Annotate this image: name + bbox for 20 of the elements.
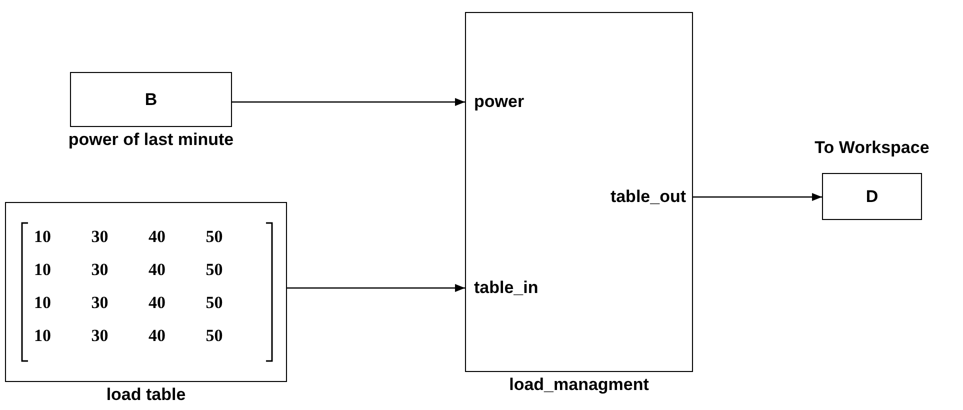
matrix-row: 10 30 40 50 xyxy=(34,227,223,247)
matrix-row: 10 30 40 50 xyxy=(34,293,223,313)
port-label: power xyxy=(474,92,524,112)
signal-arrow xyxy=(232,98,465,106)
block-caption: load table xyxy=(105,385,187,405)
matrix-constant-block xyxy=(5,202,287,382)
signal-arrow xyxy=(287,284,465,292)
matrix-row: 10 30 40 50 xyxy=(34,326,223,346)
block-label: B xyxy=(144,90,158,110)
subsystem-block xyxy=(465,12,693,372)
workspace-block xyxy=(822,173,922,220)
block-caption: To Workspace xyxy=(814,138,930,158)
port-label: table_out xyxy=(610,187,686,207)
matrix-row: 10 30 40 50 xyxy=(34,260,223,280)
block-label: D xyxy=(864,186,880,206)
block-caption: load_managment xyxy=(508,375,650,395)
port-label: table_in xyxy=(474,278,538,298)
signal-arrow xyxy=(693,193,822,201)
block-caption: power of last minute xyxy=(67,130,235,150)
constant-block xyxy=(70,72,232,127)
